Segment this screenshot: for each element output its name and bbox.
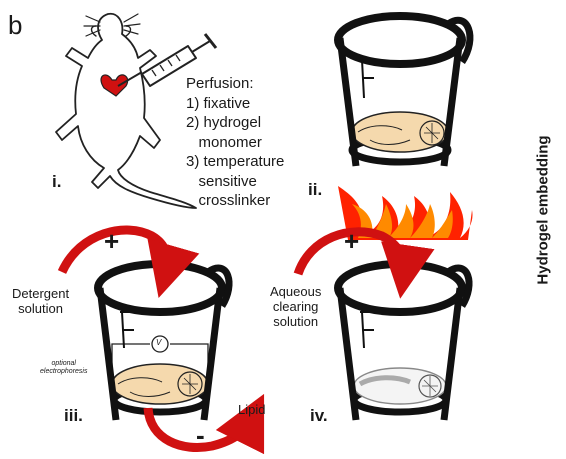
beaker-ii xyxy=(338,16,470,166)
step-label-iv: iv. xyxy=(310,406,328,426)
beaker-iii xyxy=(98,264,229,420)
heart-icon xyxy=(101,75,128,96)
brain-tissue-ii xyxy=(352,112,448,152)
lipid-label: Lipid xyxy=(238,402,265,417)
mouse-illustration xyxy=(56,14,196,208)
minus-sign: - xyxy=(196,420,205,451)
perfusion-text: Perfusion: 1) fixative 2) hydrogel monom… xyxy=(186,74,284,211)
step-label-iii: iii. xyxy=(64,406,83,426)
voltmeter-label: V xyxy=(156,338,161,347)
step-label-ii: ii. xyxy=(308,180,322,200)
panel-label: b xyxy=(8,10,22,41)
step-label-i: i. xyxy=(52,172,61,192)
plus-sign-iii: + xyxy=(104,226,119,257)
plus-sign-iv: + xyxy=(344,226,359,257)
aqueous-clearing-label: Aqueous clearing solution xyxy=(270,284,321,329)
detergent-solution-label: Detergent solution xyxy=(12,286,69,316)
electrophoresis-label: optional electrophoresis xyxy=(40,360,87,376)
hydrogel-embedding-title: Hydrogel embedding xyxy=(535,135,552,284)
beaker-iv xyxy=(338,264,469,420)
